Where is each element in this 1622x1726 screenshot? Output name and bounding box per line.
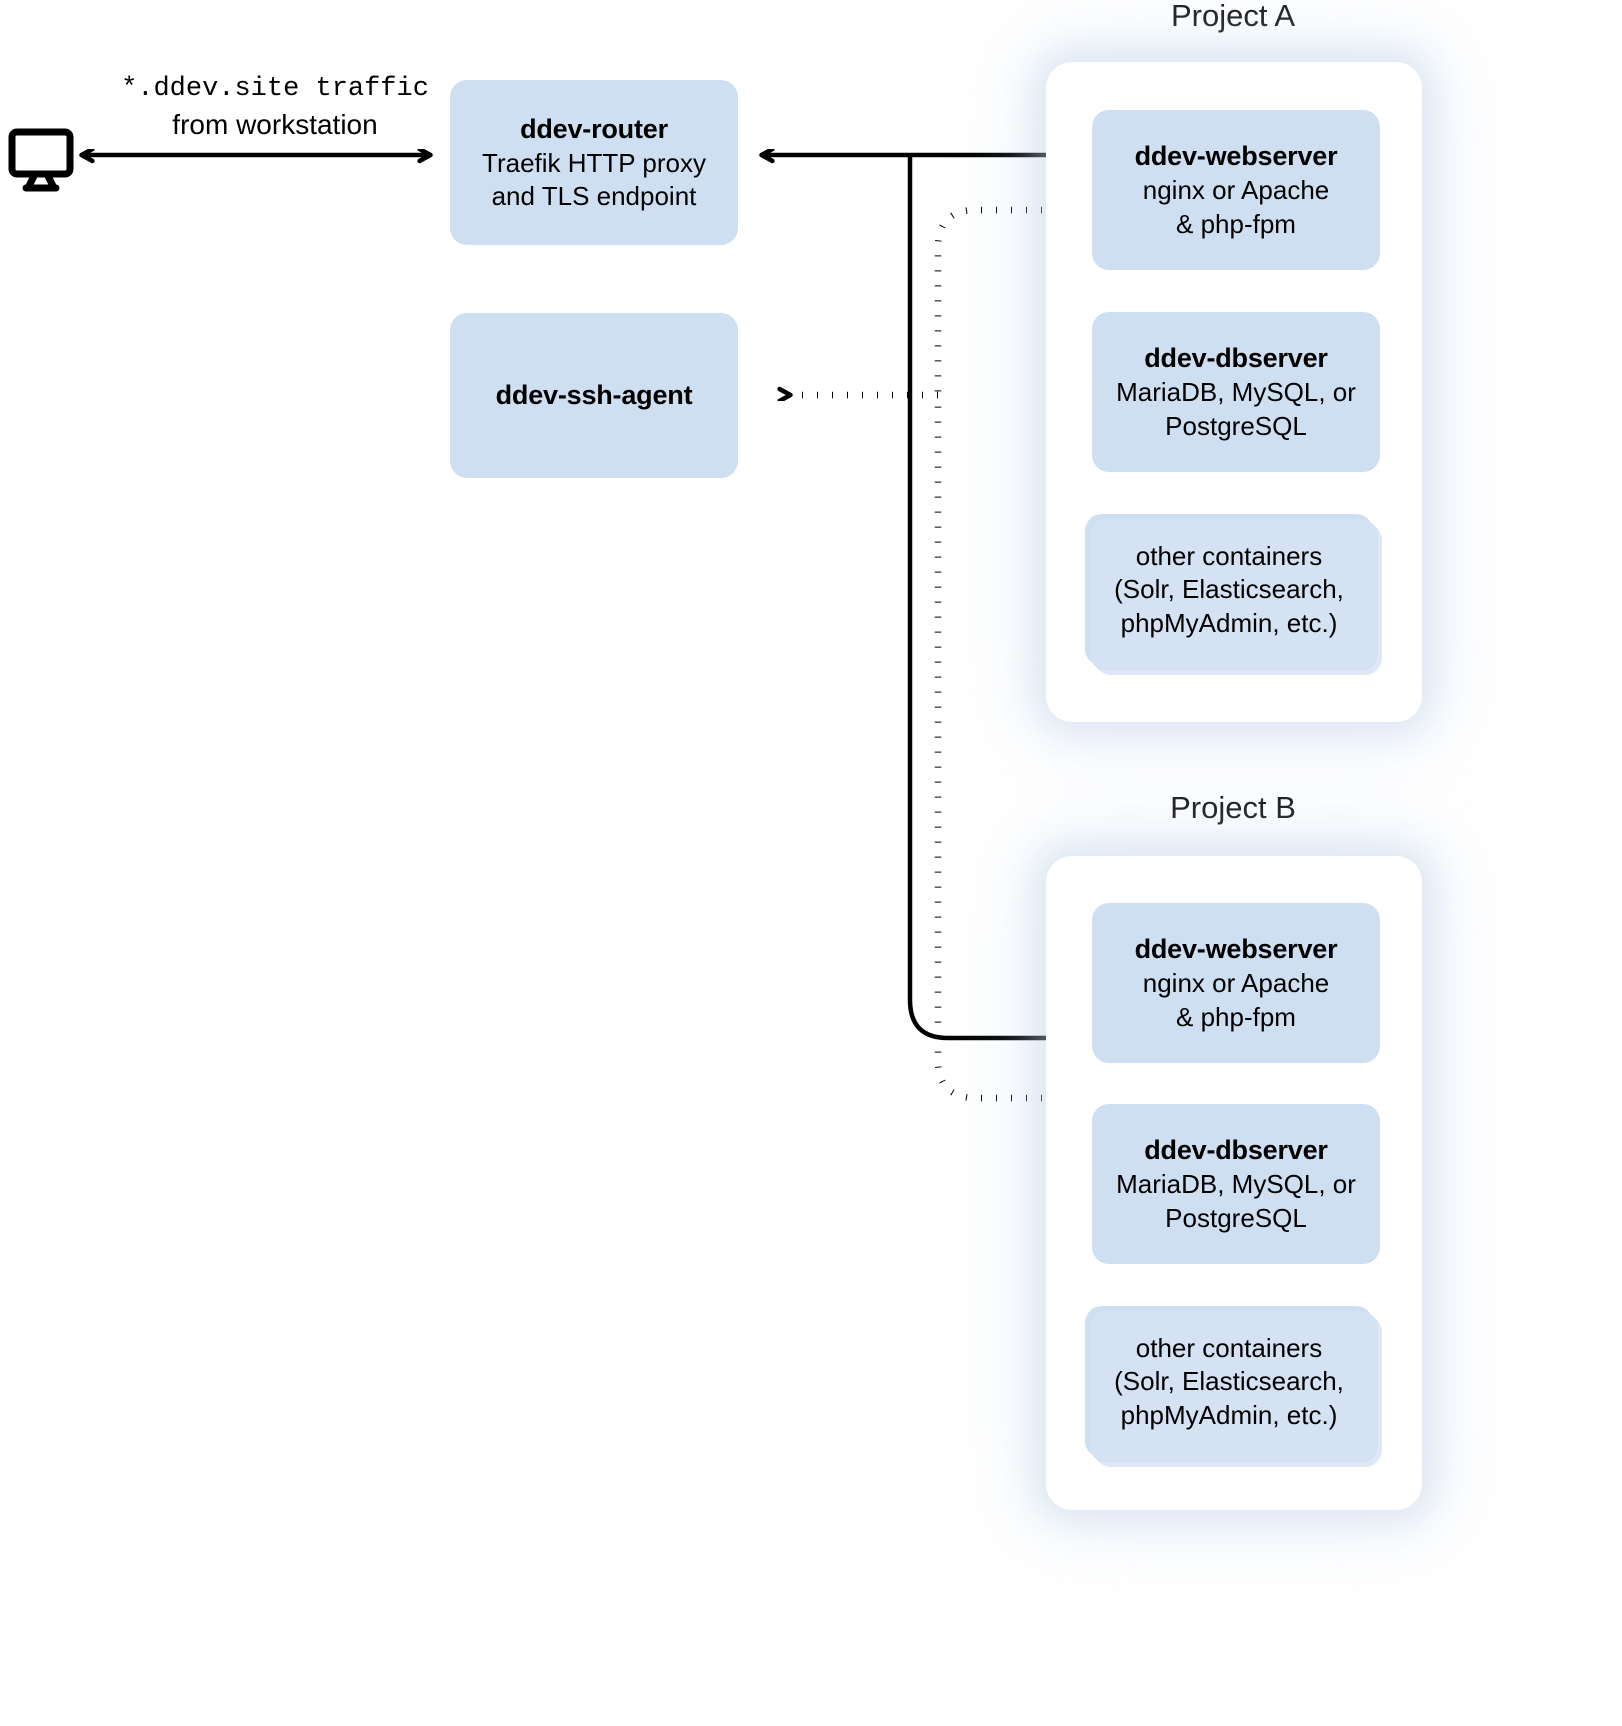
traffic-label: *.ddev.site traffic from workstation	[120, 72, 430, 143]
project-b-service-box-other-containers[interactable]: other containers (Solr, Elasticsearch, p…	[1085, 1306, 1382, 1467]
service-subtitle-line2: (Solr, Elasticsearch,	[1114, 1366, 1344, 1397]
service-subtitle-line1: other containers	[1135, 541, 1323, 572]
service-title: ddev-webserver	[1134, 934, 1338, 965]
service-box-ddev-ssh-agent[interactable]: ddev-ssh-agent	[450, 313, 738, 478]
project-label-a: Project A	[1170, 0, 1296, 33]
service-subtitle-line1: nginx or Apache	[1142, 968, 1330, 999]
service-subtitle-line1: other containers	[1135, 1333, 1323, 1364]
project-a-service-box-webserver[interactable]: ddev-webserver nginx or Apache & php-fpm	[1092, 110, 1380, 270]
service-subtitle-line2: PostgreSQL	[1165, 1202, 1307, 1233]
service-subtitle-line1: MariaDB, MySQL, or	[1116, 377, 1356, 408]
project-a-service-box-other-containers[interactable]: other containers (Solr, Elasticsearch, p…	[1085, 514, 1382, 675]
project-b-service-box-dbserver[interactable]: ddev-dbserver MariaDB, MySQL, or Postgre…	[1092, 1104, 1380, 1264]
service-subtitle-line2: (Solr, Elasticsearch,	[1114, 574, 1344, 605]
service-title: ddev-dbserver	[1144, 1135, 1328, 1166]
service-subtitle-line3: phpMyAdmin, etc.)	[1120, 607, 1338, 638]
service-subtitle-line2: and TLS endpoint	[491, 181, 697, 212]
service-subtitle-line2: & php-fpm	[1176, 208, 1296, 239]
project-b-service-box-webserver[interactable]: ddev-webserver nginx or Apache & php-fpm	[1092, 903, 1380, 1063]
desktop-monitor-icon	[8, 128, 76, 197]
traffic-label-line1: *.ddev.site traffic	[121, 74, 429, 104]
service-title: ddev-webserver	[1134, 141, 1338, 172]
service-title: ddev-router	[520, 113, 668, 144]
traffic-label-line2: from workstation	[172, 109, 378, 141]
service-subtitle-line1: nginx or Apache	[1142, 175, 1330, 206]
service-title: ddev-ssh-agent	[495, 379, 693, 410]
service-subtitle-line1: Traefik HTTP proxy	[482, 147, 706, 178]
service-subtitle-line2: & php-fpm	[1176, 1001, 1296, 1032]
service-box-ddev-router[interactable]: ddev-router Traefik HTTP proxy and TLS e…	[450, 80, 738, 245]
project-label-b: Project B	[1170, 790, 1296, 825]
service-title: ddev-dbserver	[1144, 343, 1328, 374]
service-subtitle-line2: PostgreSQL	[1165, 410, 1307, 441]
service-subtitle-line1: MariaDB, MySQL, or	[1116, 1169, 1356, 1200]
wire-projectB-webserver-sshagent	[790, 395, 1072, 1098]
project-a-service-box-dbserver[interactable]: ddev-dbserver MariaDB, MySQL, or Postgre…	[1092, 312, 1380, 472]
service-subtitle-line3: phpMyAdmin, etc.)	[1120, 1399, 1338, 1430]
